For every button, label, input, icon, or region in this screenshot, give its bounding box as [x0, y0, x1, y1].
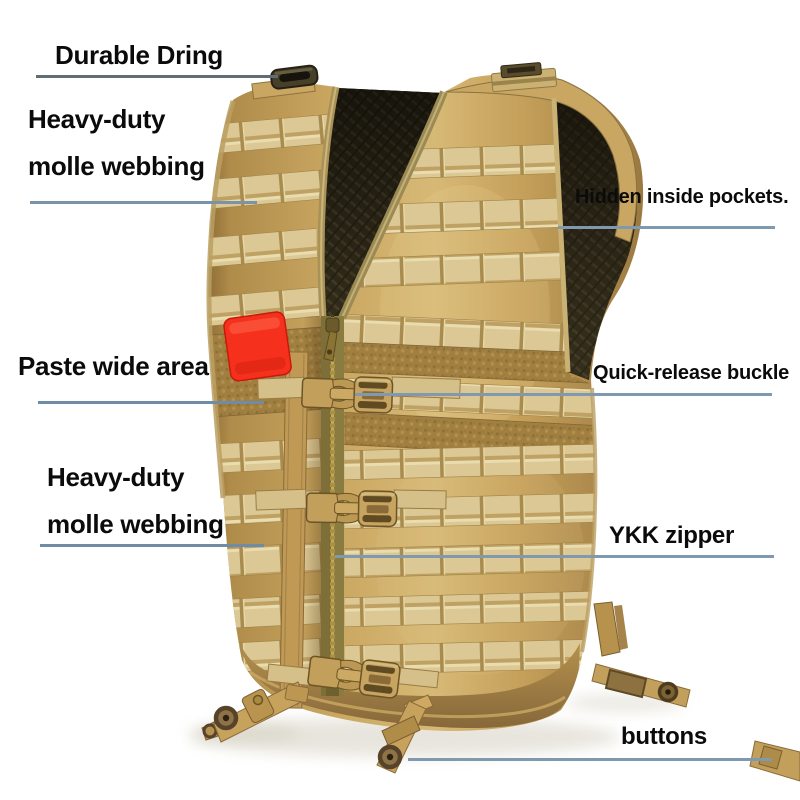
vest-body: [201, 62, 800, 782]
label-line: molle webbing: [28, 151, 205, 182]
quick-release-buckle-middle: [255, 488, 447, 528]
red-patch: [223, 311, 292, 382]
neck-mesh: [321, 88, 443, 317]
left-shoulder-dring: [251, 64, 319, 100]
quick-release-buckle-bottom: [266, 652, 440, 700]
pointer-line-molle-webbing-bottom: [40, 544, 264, 547]
label-durable-dring: Durable Dring: [55, 40, 224, 70]
hem-loop: [284, 684, 310, 703]
buckle-strap-vertical: [279, 351, 309, 709]
label-quick-release-buckle: Quick-release buckle: [593, 362, 790, 384]
edge-trims: [206, 86, 598, 653]
snap-strap-center: [376, 694, 434, 774]
zipper-pull: [323, 330, 338, 362]
pointer-line-buttons: [408, 758, 772, 761]
label-line: Heavy-duty: [47, 462, 185, 492]
snap-strap-corner: [749, 740, 800, 782]
velcro-strip-upper: [344, 341, 596, 384]
right-shoulder-adjuster: [491, 62, 557, 93]
label-heavy-duty-molle-webbing-bottom: Heavy-duty molle webbing: [47, 462, 224, 540]
label-line: Heavy-duty: [28, 104, 166, 134]
pointer-line-hidden-inside-pockets: [558, 226, 775, 229]
pointer-line-ykk-zipper: [335, 555, 774, 558]
snap-button: [252, 694, 264, 706]
label-hidden-inside-pockets: Hidden inside pockets.: [575, 186, 789, 208]
right-shoulder-strap: [445, 77, 638, 243]
label-heavy-duty-molle-webbing-top: Heavy-duty molle webbing: [28, 104, 205, 182]
label-paste-wide-area: Paste wide area: [18, 351, 209, 381]
snap-strap-right: [591, 601, 691, 708]
pointer-line-quick-release-buckle: [355, 393, 772, 396]
label-line: molle webbing: [47, 509, 224, 540]
label-buttons: buttons: [621, 723, 707, 750]
pointer-line-durable-dring: [36, 75, 278, 78]
pointer-line-molle-webbing-top: [30, 201, 257, 204]
label-ykk-zipper: YKK zipper: [609, 522, 735, 549]
pointer-line-paste-wide-area: [38, 401, 264, 404]
hem-band: [243, 643, 580, 728]
